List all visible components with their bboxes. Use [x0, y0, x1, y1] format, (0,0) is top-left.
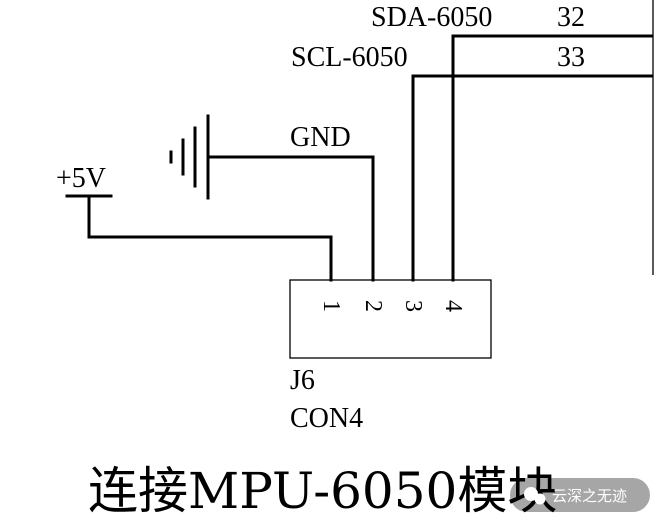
connector-body: [289, 279, 492, 359]
gnd-net-label: GND: [290, 122, 351, 153]
connector-part: CON4: [290, 403, 363, 434]
scl-wire: [411, 74, 654, 282]
connector-ref: J6: [290, 365, 315, 396]
pin-3-label: 3: [400, 300, 426, 312]
sda-pin-number: 32: [557, 2, 585, 33]
watermark-badge: [510, 478, 650, 512]
watermark: 云深之无迹: [510, 478, 650, 512]
pin-2-label: 2: [360, 300, 386, 312]
wechat-icon: [524, 487, 546, 505]
diagram-caption: 连接MPU-6050模块: [88, 462, 557, 520]
sda-net-label: SDA-6050: [371, 2, 492, 33]
watermark-text: 云深之无迹: [552, 487, 627, 505]
vcc-wire: [87, 194, 333, 282]
sda-wire: [451, 34, 654, 282]
scl-net-label: SCL-6050: [291, 42, 408, 73]
vcc-net-label: +5V: [56, 163, 106, 194]
ground-symbol: [169, 114, 210, 200]
gnd-wire: [206, 155, 375, 282]
pin-1-label: 1: [318, 300, 344, 312]
scl-pin-number: 33: [557, 42, 585, 73]
pin-4-label: 4: [440, 300, 466, 312]
